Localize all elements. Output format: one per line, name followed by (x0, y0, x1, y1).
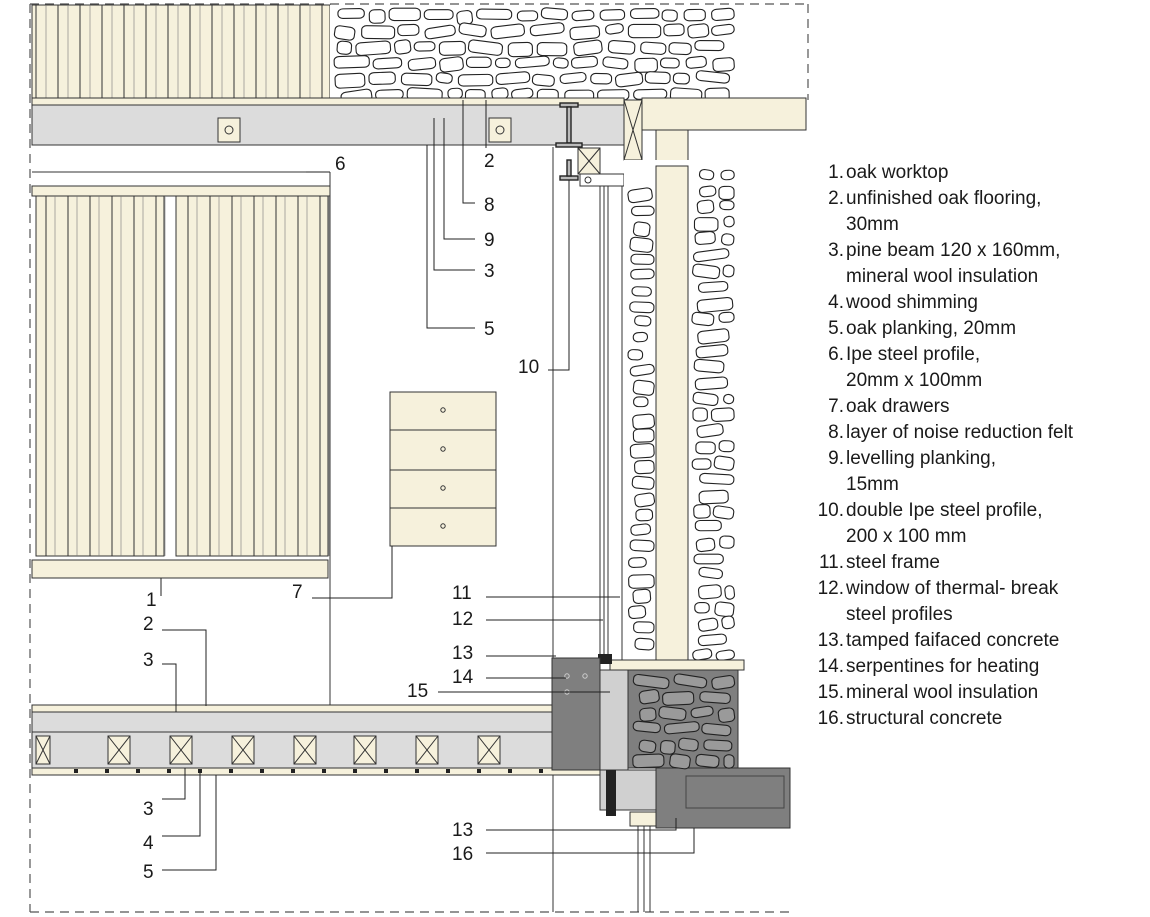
upper-floor-oak-strip (31, 97, 625, 106)
legend-text: mineral wool insulation (846, 682, 1039, 703)
callout-16: 16 (452, 844, 473, 865)
callout-3-mid: 3 (143, 650, 154, 671)
upper-floor-beam (31, 104, 625, 146)
legend-item: 11.steel frame (808, 550, 1143, 576)
legend-text: oak worktop (846, 162, 949, 183)
stone-wall-top (330, 5, 738, 105)
callout-6: 6 (335, 154, 346, 175)
window-head-frame (579, 173, 625, 187)
legend-item: 4.wood shimming (808, 290, 1143, 316)
legend-number: 13. (817, 630, 844, 651)
window-jamb-wood (655, 165, 689, 663)
callout-13-bot: 13 (452, 820, 473, 841)
callout-3-bot: 3 (143, 799, 154, 820)
legend-item: 9.levelling planking, 15mm (808, 446, 1143, 498)
window-sill (609, 659, 745, 671)
mineral-wool-insulation (599, 669, 629, 771)
tamped-concrete (551, 657, 601, 771)
legend-number: 10. (817, 500, 844, 521)
callout-2-top: 2 (484, 151, 495, 172)
callout-14: 14 (452, 667, 474, 688)
oak-worktop (31, 559, 329, 579)
legend-number: 9. (828, 448, 844, 469)
callout-3-top: 3 (484, 261, 495, 282)
legend-number: 4. (828, 292, 844, 313)
legend-item: 7.oak drawers (808, 394, 1143, 420)
lower-cabinet-panels (31, 185, 331, 557)
legend-number: 2. (828, 188, 844, 209)
legend-text: oak drawers (846, 396, 950, 417)
leader-lines (160, 100, 695, 871)
oak-drawers (389, 391, 497, 547)
legend-number: 1. (828, 162, 844, 183)
legend-text: tamped faifaced concrete (846, 630, 1060, 651)
legend-number: 16. (817, 708, 844, 729)
legend-text: Ipe steel profile, 20mm x 100mm (846, 344, 983, 391)
legend-number: 5. (828, 318, 844, 339)
callout-4: 4 (143, 833, 154, 854)
legend-text: double Ipe steel profile, 200 x 100 mm (846, 500, 1043, 547)
legend-text: serpentines for heating (846, 656, 1040, 677)
legend-item: 12.window of thermal- break steel profil… (808, 576, 1143, 628)
beam-anchor-symbols (217, 117, 512, 143)
callout-13-top: 13 (452, 643, 473, 664)
legend-item: 5.oak planking, 20mm (808, 316, 1143, 342)
window-frame-vertical (599, 186, 623, 660)
legend-item: 1.oak worktop (808, 160, 1143, 186)
lower-floor-oak-strip (31, 704, 553, 713)
callout-10: 10 (518, 357, 539, 378)
legend-number: 12. (817, 578, 844, 599)
legend-number: 8. (828, 422, 844, 443)
callout-15: 15 (407, 681, 428, 702)
sill-clip (598, 654, 612, 664)
legend-text: pine beam 120 x 160mm, mineral wool insu… (846, 240, 1061, 287)
callout-numbers: 2 6 8 9 3 5 10 7 11 12 13 14 15 1 2 3 3 … (143, 151, 539, 883)
legend-item: 14.serpentines for heating (808, 654, 1143, 680)
lower-floor-grey (31, 711, 553, 733)
steel-profile-top (555, 102, 583, 181)
callout-12: 12 (452, 609, 473, 630)
callout-2-mid: 2 (143, 614, 154, 635)
legend-item: 16.structural concrete (808, 706, 1143, 732)
callout-5-top: 5 (484, 319, 495, 340)
legend-number: 14. (817, 656, 844, 677)
legend-item: 15.mineral wool insulation (808, 680, 1143, 706)
callout-8: 8 (484, 195, 495, 216)
legend-text: levelling planking, 15mm (846, 448, 996, 495)
lower-window-frame (629, 811, 657, 827)
legend-item: 10.double Ipe steel profile, 200 x 100 m… (808, 498, 1143, 550)
legend-text: unfinished oak flooring, 30mm (846, 188, 1042, 235)
legend-item: 6.Ipe steel profile, 20mm x 100mm (808, 342, 1143, 394)
legend-number: 3. (828, 240, 844, 261)
legend-text: structural concrete (846, 708, 1003, 729)
oak-planking-lower (31, 767, 601, 776)
legend-text: wood shimming (846, 292, 978, 313)
legend-number: 11. (818, 552, 844, 573)
upper-cabinet-panels (31, 4, 333, 99)
legend-number: 6. (828, 344, 844, 365)
legend-item: 8.layer of noise reduction felt (808, 420, 1143, 446)
legend-item: 13.tamped faifaced concrete (808, 628, 1143, 654)
stone-foundation (627, 669, 739, 770)
callout-9: 9 (484, 230, 495, 251)
callout-5-bot: 5 (143, 862, 154, 883)
legend-item: 2.unfinished oak flooring, 30mm (808, 186, 1143, 238)
legend-text: steel frame (846, 552, 940, 573)
legend-text: oak planking, 20mm (846, 318, 1017, 339)
callout-11: 11 (452, 583, 472, 604)
legend-text: layer of noise reduction felt (846, 422, 1074, 443)
dashed-border (29, 3, 809, 913)
callout-1: 1 (146, 590, 157, 611)
legend-item: 3.pine beam 120 x 160mm, mineral wool in… (808, 238, 1143, 290)
callout-7: 7 (292, 582, 303, 603)
legend-number: 7. (828, 396, 844, 417)
upper-right-sill (641, 97, 807, 131)
legend-text: window of thermal- break steel profiles (846, 578, 1059, 625)
legend-number: 15. (817, 682, 844, 703)
